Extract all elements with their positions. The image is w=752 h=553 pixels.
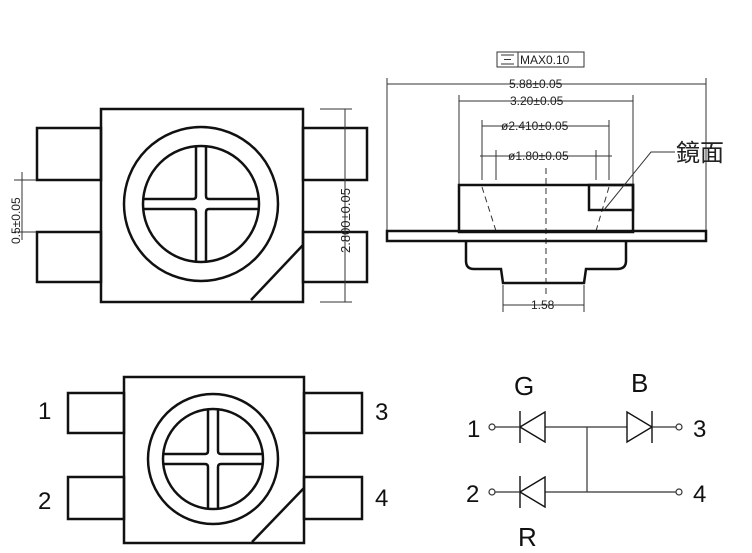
- pin-number-1: 1: [38, 398, 51, 425]
- terminal-1-icon: [488, 423, 496, 431]
- pinout-body-chamfer: [251, 487, 305, 543]
- top-lens-cross: [144, 147, 258, 261]
- top-lens-inner-ring: [141, 144, 261, 264]
- terminal-4-icon: [675, 488, 683, 496]
- dim-pitch-label: 0.5±0.05: [9, 197, 23, 244]
- schematic-pin-2: 2: [466, 481, 479, 508]
- pinout-view: 1 2 3 4: [38, 375, 388, 545]
- dim-height-marker: [320, 108, 352, 303]
- schematic-pin-3: 3: [693, 416, 706, 443]
- dim-body-width: 3.20±0.05: [510, 94, 564, 108]
- top-lead-lower-right: [301, 230, 369, 284]
- pin-number-4: 4: [375, 485, 388, 512]
- dim-inner-diameter: ø1.80±0.05: [508, 149, 569, 163]
- dim-bottom-width: 1.58: [531, 298, 555, 312]
- pinout-lens-inner-ring: [161, 407, 265, 511]
- terminal-3-icon: [675, 423, 683, 431]
- diode-b-icon: [626, 410, 654, 444]
- top-body: [99, 107, 305, 304]
- top-lens-outer-ring: [122, 125, 280, 283]
- flatness-symbol-icon: [501, 54, 514, 65]
- pin-lead-2: [66, 475, 126, 521]
- schematic-label-b: B: [631, 368, 648, 398]
- schematic-pin-4: 4: [693, 481, 706, 508]
- top-lead-lower-left: [35, 230, 103, 284]
- side-bottom-profile: [464, 241, 628, 285]
- pin-lead-4: [302, 475, 364, 521]
- diode-r-icon: [518, 475, 546, 509]
- dim-pitch-marker: [14, 172, 36, 240]
- mirror-callout-label: 鏡面: [676, 139, 724, 167]
- dim-total-width: 5.88±0.05: [509, 77, 563, 91]
- schematic-label-g: G: [514, 371, 534, 401]
- schematic-pin-1: 1: [467, 416, 480, 443]
- mirror-mark: [587, 183, 635, 212]
- flatness-label: MAX0.10: [520, 53, 570, 67]
- pin-lead-1: [66, 391, 126, 435]
- dim-outer-diameter: ø2.410±0.05: [501, 119, 569, 133]
- side-pcb-plate: [385, 229, 708, 243]
- pin-number-3: 3: [375, 399, 388, 426]
- pin-lead-3: [302, 391, 364, 435]
- dim-height-label: 2.800±0.05: [338, 188, 353, 253]
- pinout-body: [122, 375, 306, 545]
- top-lead-upper-left: [35, 126, 103, 182]
- mirror-callout-leader: [603, 151, 675, 211]
- pinout-lens-outer-ring: [146, 392, 280, 526]
- top-view: 0.5±0.05 2.800±0.05: [9, 107, 369, 304]
- schematic-label-r: R: [518, 522, 537, 552]
- pinout-lens-cross: [163, 409, 263, 509]
- side-view: MAX0.10 5.88±0.05 3.20±0.05 ø2.410±0.05 …: [385, 51, 724, 312]
- schematic-wires: [495, 426, 676, 493]
- pin-number-2: 2: [38, 488, 51, 515]
- schematic: G B R 1 2 3 4: [466, 368, 706, 552]
- top-lead-upper-right: [301, 126, 369, 182]
- terminal-2-icon: [488, 488, 496, 496]
- flatness-frame: [496, 51, 585, 68]
- diode-g-icon: [518, 410, 546, 444]
- top-body-chamfer: [250, 244, 304, 301]
